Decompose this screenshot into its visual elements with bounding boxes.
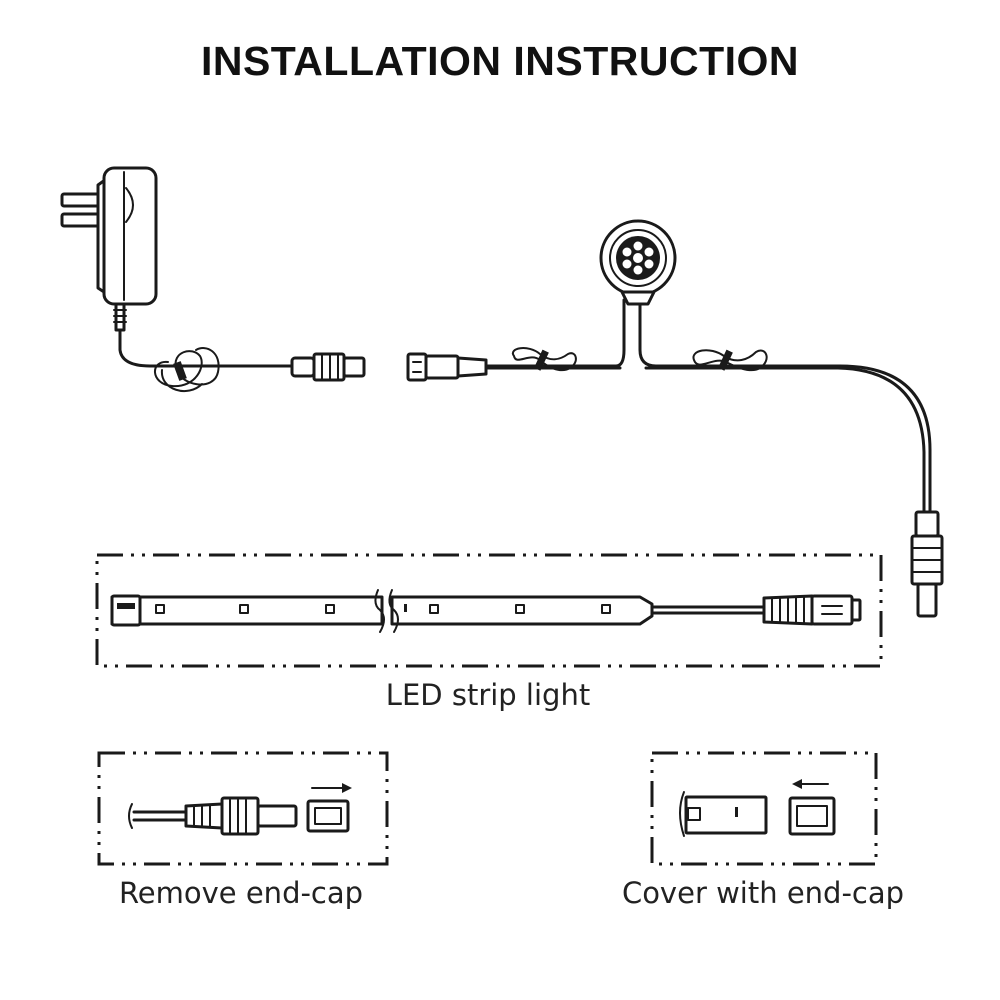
arrow-left-icon xyxy=(792,779,829,789)
dc-plug-icon xyxy=(290,352,366,382)
power-adapter-icon xyxy=(60,166,294,393)
arrow-right-icon xyxy=(311,783,352,793)
remove-endcap-frame xyxy=(97,751,389,866)
dc-socket-icon xyxy=(406,352,488,382)
cover-endcap-frame xyxy=(650,751,878,866)
led-strip-frame xyxy=(95,553,883,668)
cover-endcap-illustration xyxy=(679,779,836,837)
motion-sensor-icon xyxy=(484,219,932,514)
caption-cover-endcap: Cover with end-cap xyxy=(621,876,905,910)
led-strip-icon xyxy=(110,589,862,633)
caption-remove-endcap: Remove end-cap xyxy=(118,876,364,910)
caption-led-strip: LED strip light xyxy=(385,678,591,712)
remove-endcap-illustration xyxy=(128,783,352,836)
page-title: INSTALLATION INSTRUCTION xyxy=(200,38,800,84)
end-cap-icon xyxy=(788,796,836,836)
end-cap-icon xyxy=(306,799,350,833)
dc-plug-icon xyxy=(910,510,944,618)
